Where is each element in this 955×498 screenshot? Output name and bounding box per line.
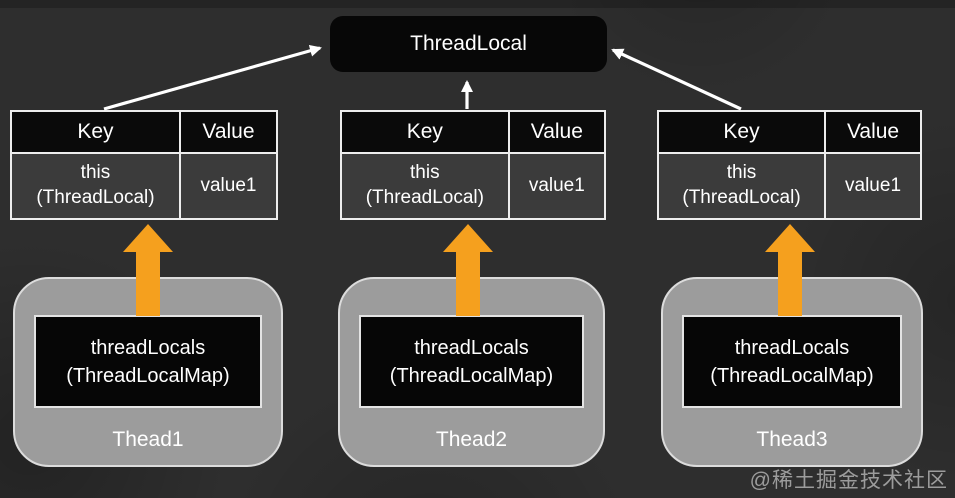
kv-table-3-cell-value: value1 (845, 175, 902, 196)
white-arrow-right (611, 48, 742, 111)
thread-3-map-box: threadLocals (ThreadLocalMap) (682, 315, 902, 408)
watermark: @稀土掘金技术社区 (749, 469, 948, 492)
kv-table-3-header-row: Key Value (659, 112, 920, 154)
kv-table-3: Key Value this (ThreadLocal) value1 (657, 110, 922, 220)
threadlocal-node-label: ThreadLocal (410, 32, 527, 55)
thread-card-2: threadLocals (ThreadLocalMap) Thead2 (338, 277, 605, 467)
kv-table-1: Key Value this (ThreadLocal) value1 (10, 110, 278, 220)
kv-table-3-body-row: this (ThreadLocal) value1 (659, 154, 920, 218)
thread-1-name: Thead1 (112, 428, 184, 451)
kv-table-3-header-value: Value (846, 120, 900, 143)
threadlocal-node: ThreadLocal (330, 16, 607, 72)
kv-table-1-body-row: this (ThreadLocal) value1 (12, 154, 276, 218)
kv-table-1-cell-value: value1 (200, 175, 257, 196)
kv-table-2: Key Value this (ThreadLocal) value1 (340, 110, 606, 220)
kv-table-1-cell-key: this (ThreadLocal) (12, 154, 181, 218)
thread-card-3: threadLocals (ThreadLocalMap) Thead3 (661, 277, 923, 467)
kv-table-1-header-value: Value (202, 120, 255, 143)
thread-card-1: threadLocals (ThreadLocalMap) Thead1 (13, 277, 283, 467)
kv-table-3-cell-key: this (ThreadLocal) (659, 154, 827, 218)
thread-2-name: Thead2 (435, 428, 508, 451)
kv-table-2-body-row: this (ThreadLocal) value1 (342, 154, 604, 218)
white-arrow-left (103, 44, 322, 111)
kv-table-2-cell-key: this (ThreadLocal) (342, 154, 510, 218)
thread-3-name: Thead3 (756, 428, 828, 451)
kv-table-3-header-key: Key (659, 112, 827, 152)
kv-table-2-header-row: Key Value (342, 112, 604, 154)
kv-table-1-header-key: Key (12, 112, 181, 152)
kv-table-2-header-key: Key (342, 112, 510, 152)
kv-table-1-header-row: Key Value (12, 112, 276, 154)
kv-table-2-cell-value: value1 (528, 175, 585, 196)
thread-2-map-box: threadLocals (ThreadLocalMap) (359, 315, 584, 408)
thread-1-map-box: threadLocals (ThreadLocalMap) (34, 315, 262, 408)
kv-table-2-header-value: Value (530, 120, 583, 143)
